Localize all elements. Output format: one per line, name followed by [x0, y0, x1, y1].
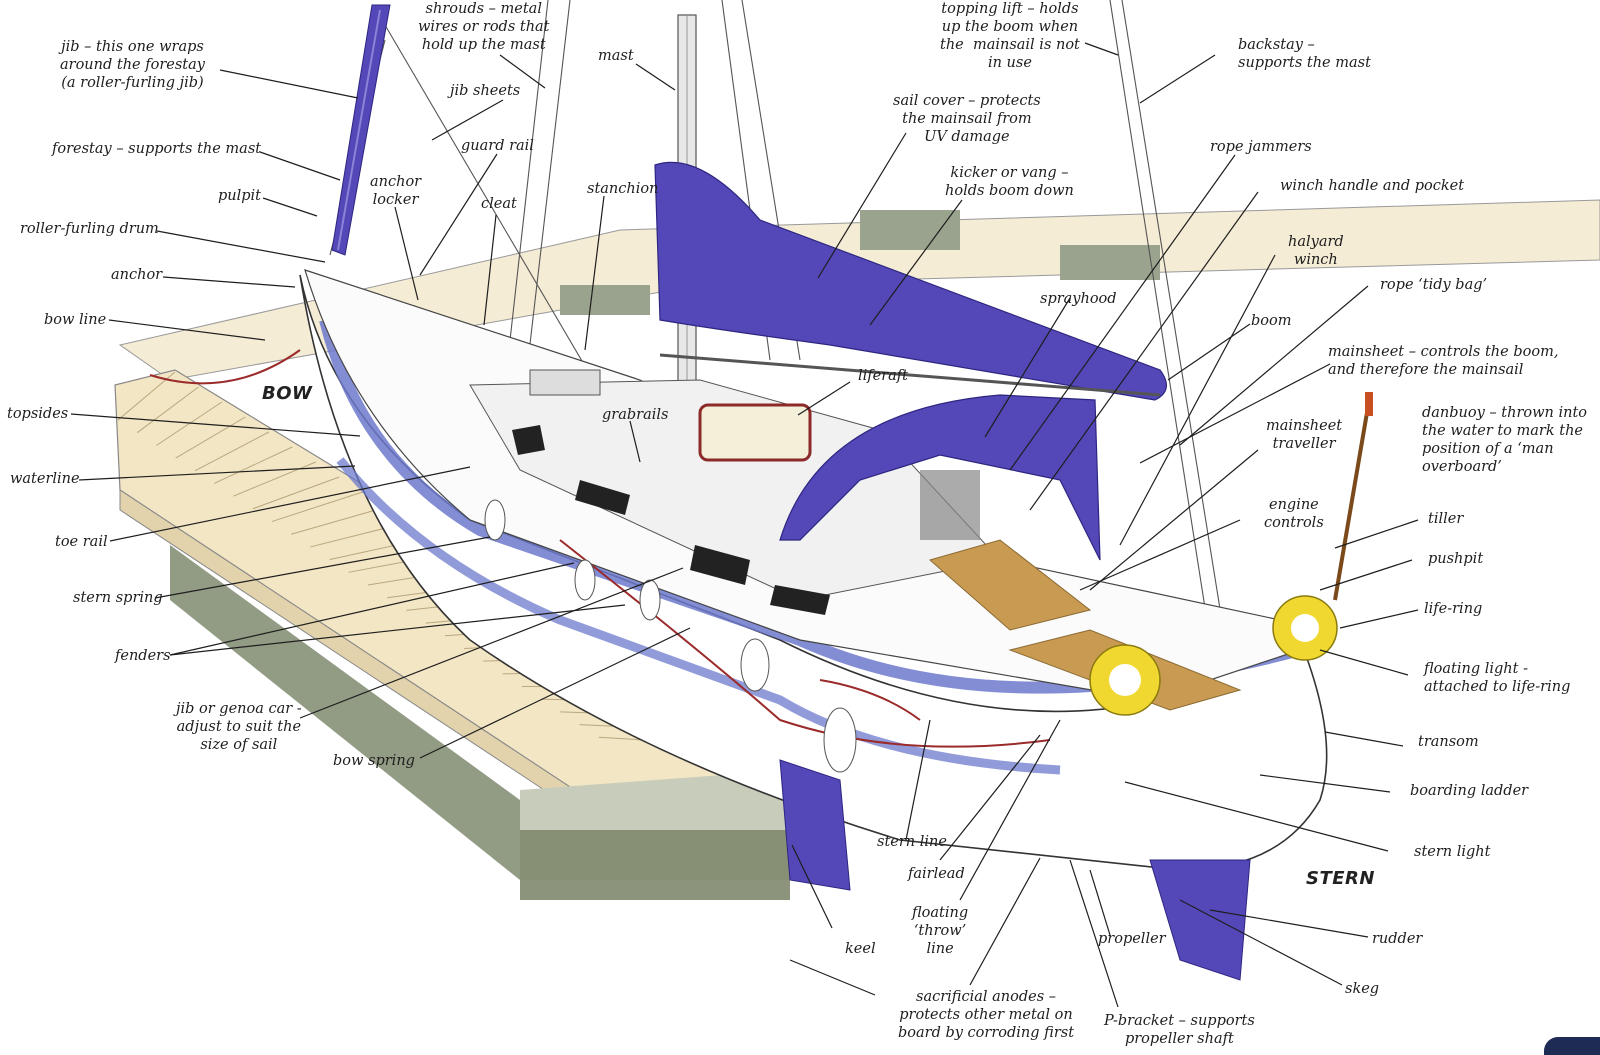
label-stern-spring: stern spring	[73, 590, 163, 606]
label-fairlead: fairlead	[908, 866, 965, 882]
label-jib-car: jib or genoa car - adjust to suit the si…	[176, 701, 302, 753]
label-floating-light: floating light - attached to life-ring	[1424, 661, 1571, 695]
leader-lines	[70, 42, 1419, 1008]
label-stern-line: stern line	[877, 834, 947, 850]
label-sacrificial-anodes: sacrificial anodes – protects other meta…	[898, 989, 1075, 1041]
label-propeller: propeller	[1098, 931, 1166, 947]
label-rudder: rudder	[1372, 931, 1423, 947]
pontoon-plank	[156, 401, 223, 446]
bow-title: BOW	[262, 383, 313, 404]
label-keel: keel	[845, 941, 876, 957]
label-floating-throw-line: floating ‘throw’ line	[912, 905, 969, 957]
label-pushpit: pushpit	[1428, 551, 1484, 567]
life-rings	[1089, 392, 1373, 716]
label-mainsheet-traveller: mainsheet traveller	[1266, 418, 1343, 452]
label-pulpit: pulpit	[218, 188, 262, 204]
label-bow-line: bow line	[44, 312, 107, 328]
pontoon-plank	[175, 416, 246, 459]
label-life-ring: life-ring	[1424, 601, 1483, 617]
label-roller-furling-drum: roller-furling drum	[20, 221, 159, 237]
page-corner-tab	[1544, 1037, 1600, 1055]
label-stanchion: stanchion	[587, 181, 659, 197]
label-boarding-ladder: boarding ladder	[1410, 783, 1529, 799]
label-anchor: anchor	[111, 267, 163, 283]
label-engine-controls: engine controls	[1264, 497, 1324, 531]
label-sprayhood: sprayhood	[1040, 291, 1117, 307]
label-skeg: skeg	[1345, 981, 1380, 997]
label-mast: mast	[598, 48, 634, 64]
fenders	[484, 499, 857, 773]
label-toe-rail: toe rail	[55, 534, 108, 550]
label-winch-handle: winch handle and pocket	[1280, 178, 1465, 194]
label-p-bracket: P-bracket – supports propeller shaft	[1104, 1013, 1255, 1047]
pontoon-plank	[194, 431, 270, 472]
label-waterline: waterline	[10, 471, 80, 487]
roller-furling-jib	[331, 4, 391, 256]
sprayhood-and-sailcover	[654, 161, 1167, 561]
label-halyard-winch: halyard winch	[1288, 234, 1344, 268]
label-transom: transom	[1418, 734, 1479, 750]
label-boom: boom	[1251, 313, 1292, 329]
label-guard-rail: guard rail	[461, 138, 534, 154]
label-backstay: backstay – supports the mast	[1238, 37, 1371, 71]
label-kicker: kicker or vang – holds boom down	[945, 165, 1074, 199]
label-topping-lift: topping lift – holds up the boom when th…	[940, 1, 1080, 71]
label-sail-cover: sail cover – protects the mainsail from …	[893, 93, 1041, 145]
label-mainsheet: mainsheet – controls the boom, and there…	[1328, 344, 1559, 378]
pontoon-plank	[233, 461, 316, 497]
pontoon-plank	[213, 446, 293, 484]
label-stern-light: stern light	[1414, 844, 1491, 860]
portlights	[512, 425, 830, 615]
label-bow-spring: bow spring	[333, 753, 415, 769]
label-jib: jib – this one wraps around the forestay…	[60, 39, 205, 91]
label-liferaft: liferaft	[858, 368, 908, 384]
label-grabrails: grabrails	[602, 407, 669, 423]
label-jib-sheets: jib sheets	[450, 83, 521, 99]
pontoon-plank	[252, 476, 340, 510]
pontoon-plank	[136, 386, 199, 434]
label-rope-jammers: rope jammers	[1210, 139, 1312, 155]
label-shrouds: shrouds – metal wires or rods that hold …	[418, 1, 550, 53]
label-anchor-locker: anchor locker	[370, 174, 422, 208]
label-tiller: tiller	[1428, 511, 1464, 527]
label-cleat: cleat	[481, 196, 517, 212]
pontoon-plank	[271, 491, 363, 523]
label-topsides: topsides	[7, 406, 69, 422]
label-forestay: forestay – supports the mast	[52, 141, 262, 157]
label-danbuoy: danbuoy – thrown into the water to mark …	[1422, 405, 1587, 475]
label-fenders: fenders	[115, 648, 171, 664]
liferaft	[698, 403, 812, 462]
pontoon-plank	[290, 506, 387, 535]
label-rope-tidy-bag: rope ‘tidy bag’	[1380, 277, 1488, 293]
stern-title: STERN	[1306, 868, 1375, 889]
